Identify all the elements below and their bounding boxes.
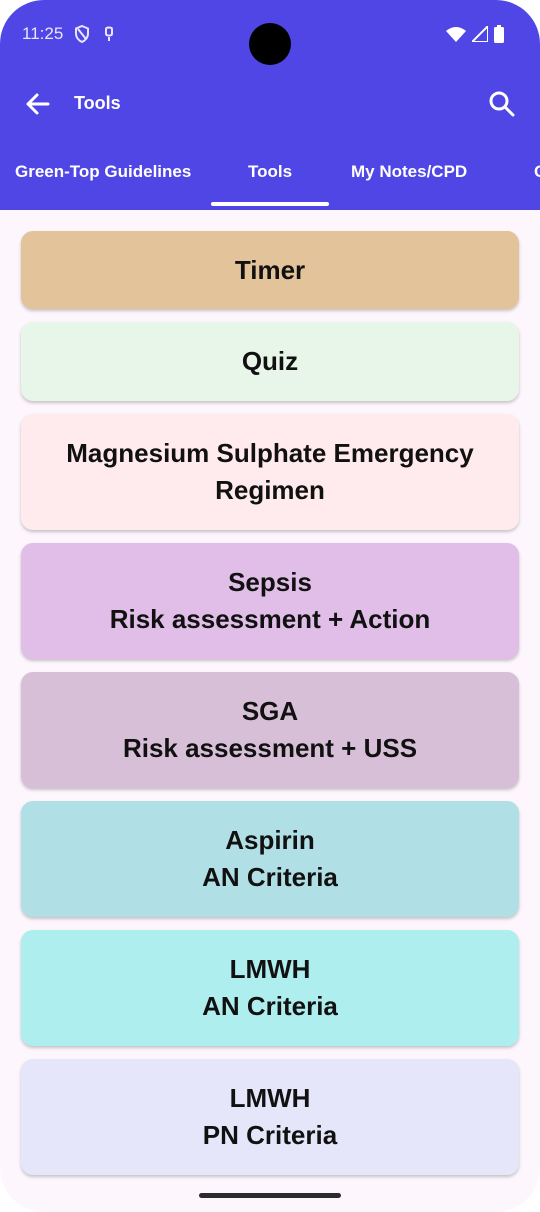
battery-icon	[494, 25, 504, 43]
tab-green-top-guidelines[interactable]: Green-Top Guidelines	[15, 162, 192, 181]
tool-card-label: Sepsis Risk assessment + Action	[109, 567, 431, 634]
tool-card-sga[interactable]: SGA Risk assessment + USS	[21, 672, 519, 788]
wifi-icon	[446, 27, 466, 42]
tab-indicator	[211, 202, 329, 206]
tool-card-label: LMWH PN Criteria	[202, 1083, 338, 1150]
tool-card-label: SGA Risk assessment + USS	[122, 696, 418, 763]
tool-card-label: Magnesium Sulphate Emergency Regimen	[66, 438, 474, 505]
mic-icon	[105, 26, 113, 41]
status-left-icons	[74, 25, 116, 43]
tools-list: Timer Quiz Magnesium Sulphate Emergency …	[21, 231, 519, 1188]
tab-my-notes-cpd[interactable]: My Notes/CPD	[351, 162, 468, 181]
tab-row: Green-Top Guidelines Tools My Notes/CPD …	[0, 150, 540, 210]
tool-card-label: LMWH AN Criteria	[202, 954, 338, 1021]
tool-card-label: Quiz	[241, 346, 299, 376]
tool-card-timer[interactable]: Timer	[21, 231, 519, 309]
status-time: 11:25	[22, 24, 64, 43]
tool-card-label: Timer	[234, 254, 306, 285]
status-right-icons	[446, 25, 504, 43]
home-indicator[interactable]	[199, 1193, 341, 1198]
arrow-left-icon[interactable]	[24, 90, 52, 118]
search-icon[interactable]	[488, 90, 516, 118]
tool-card-sepsis[interactable]: Sepsis Risk assessment + Action	[21, 543, 519, 659]
tab-overflow[interactable]: C	[534, 162, 540, 182]
tool-card-label: Aspirin AN Criteria	[202, 825, 338, 892]
tool-card-lmwh-an[interactable]: LMWH AN Criteria	[21, 930, 519, 1046]
tool-card-aspirin[interactable]: Aspirin AN Criteria	[21, 801, 519, 917]
tool-card-magnesium-sulphate[interactable]: Magnesium Sulphate Emergency Regimen	[21, 414, 519, 530]
tool-card-quiz[interactable]: Quiz	[21, 322, 519, 401]
signal-icon	[472, 26, 488, 42]
tool-card-lmwh-pn[interactable]: LMWH PN Criteria	[21, 1059, 519, 1175]
shield-icon	[75, 25, 89, 43]
top-app-bar: 11:25 Tools	[0, 0, 540, 210]
camera-cutout	[249, 23, 291, 65]
tab-tools[interactable]: Tools	[248, 162, 293, 181]
page-title: Tools	[74, 93, 121, 113]
